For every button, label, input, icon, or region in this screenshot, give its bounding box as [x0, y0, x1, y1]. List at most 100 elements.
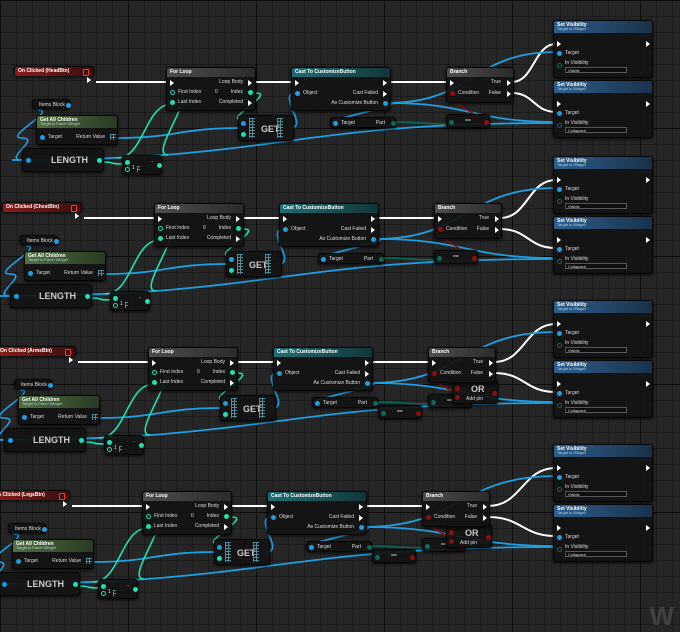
for-loop-exec-in[interactable]	[158, 216, 162, 222]
target-pin[interactable]	[16, 559, 21, 564]
condition-pin[interactable]	[438, 227, 443, 232]
first-index-pin[interactable]	[158, 226, 163, 231]
visibility-dropdown[interactable]: Visible	[565, 347, 627, 353]
false-exec-out[interactable]	[495, 227, 499, 233]
event-node-on-clicked[interactable]: On Clicked (ChestBtn)	[2, 202, 82, 219]
items-block-node[interactable]: Items Block	[32, 99, 71, 109]
for-loop-exec-in[interactable]	[170, 80, 174, 86]
true-exec-out[interactable]	[507, 80, 511, 86]
for-loop-exec-in[interactable]	[152, 360, 156, 366]
subtract-out-pin[interactable]	[133, 587, 138, 592]
cast-exec-in[interactable]	[277, 360, 281, 366]
in-visibility-pin[interactable]	[557, 547, 562, 552]
in-visibility-pin[interactable]	[557, 199, 562, 204]
visibility-dropdown[interactable]: Collapsed	[565, 551, 627, 557]
set-visibility-target-pin[interactable]	[557, 187, 562, 192]
visibility-dropdown[interactable]: Visible	[565, 67, 627, 73]
loop-body-exec-out[interactable]	[248, 80, 252, 86]
as-customize-button-pin[interactable]	[383, 101, 388, 106]
length-node[interactable]: LENGTH	[0, 572, 80, 596]
false-exec-out[interactable]	[507, 91, 511, 97]
items-block-node[interactable]: Items Block	[20, 235, 59, 245]
equals-out-pin[interactable]	[472, 256, 477, 261]
exec-out-pin[interactable]	[69, 357, 73, 363]
in-visibility-pin[interactable]	[557, 259, 562, 264]
target-pin[interactable]	[22, 415, 27, 420]
index-out-pin[interactable]	[230, 370, 235, 375]
equals-a-pin[interactable]	[431, 400, 436, 405]
part-target-pin[interactable]	[315, 401, 320, 406]
get-index-pin[interactable]	[241, 132, 246, 137]
false-exec-out[interactable]	[489, 371, 493, 377]
set-visibility-target-pin[interactable]	[557, 475, 562, 480]
get-index-pin[interactable]	[229, 268, 234, 273]
array-get-node[interactable]: GET	[226, 251, 282, 277]
array-get-node[interactable]: GET	[220, 395, 276, 421]
delegate-pin[interactable]	[65, 349, 71, 356]
object-pin[interactable]	[295, 91, 300, 96]
set-visibility-exec-out[interactable]	[646, 101, 650, 107]
or-a-pin[interactable]	[449, 530, 454, 535]
array-get-node[interactable]: GET	[214, 539, 270, 565]
length-node[interactable]: LENGTH	[22, 148, 104, 172]
equals-second-out-pin[interactable]	[416, 411, 421, 416]
in-visibility-pin[interactable]	[557, 343, 562, 348]
set-visibility-exec-in[interactable]	[557, 41, 561, 47]
set-visibility-target-pin[interactable]	[557, 51, 562, 56]
equals-out-pin[interactable]	[484, 120, 489, 125]
subtract-out-pin[interactable]	[139, 443, 144, 448]
subtract-a-pin[interactable]	[107, 440, 112, 445]
completed-exec-out[interactable]	[248, 100, 252, 106]
items-block-node[interactable]: Items Block	[14, 379, 53, 389]
set-visibility-target-pin[interactable]	[557, 535, 562, 540]
exec-out-pin[interactable]	[75, 213, 79, 219]
exec-out-pin[interactable]	[87, 77, 91, 83]
true-exec-out[interactable]	[489, 360, 493, 366]
subtract-node[interactable]: 1-	[98, 579, 138, 599]
set-visibility-exec-out[interactable]	[646, 525, 650, 531]
visibility-dropdown[interactable]: Collapsed	[565, 127, 627, 133]
branch-exec-in[interactable]	[438, 216, 442, 222]
length-in-pin[interactable]	[2, 582, 7, 587]
items-block-out-pin[interactable]	[48, 382, 53, 388]
cast-exec-in[interactable]	[271, 504, 275, 510]
equals-node[interactable]: ==	[446, 114, 490, 128]
condition-pin[interactable]	[426, 515, 431, 520]
object-pin[interactable]	[277, 371, 282, 376]
length-out-pin[interactable]	[79, 438, 84, 443]
get-array-pin[interactable]	[217, 545, 222, 550]
subtract-node[interactable]: 1-	[110, 291, 150, 311]
delegate-pin[interactable]	[71, 205, 77, 212]
first-index-pin[interactable]	[170, 90, 175, 95]
set-visibility-exec-in[interactable]	[557, 381, 561, 387]
index-out-pin[interactable]	[248, 90, 253, 95]
length-out-pin[interactable]	[73, 582, 78, 587]
set-visibility-exec-in[interactable]	[557, 101, 561, 107]
first-index-pin[interactable]	[152, 370, 157, 375]
visibility-dropdown[interactable]: Collapsed	[565, 263, 627, 269]
part-target-pin[interactable]	[321, 257, 326, 262]
length-node[interactable]: LENGTH	[4, 428, 86, 452]
or-a-pin[interactable]	[455, 386, 460, 391]
cast-exec-out[interactable]	[383, 80, 387, 86]
length-node[interactable]: LENGTH	[10, 284, 92, 308]
items-block-out-pin[interactable]	[42, 526, 47, 532]
set-visibility-exec-in[interactable]	[557, 237, 561, 243]
subtract-out-pin[interactable]	[145, 299, 150, 304]
part-out-pin[interactable]	[373, 401, 378, 406]
visibility-dropdown[interactable]: Visible	[565, 203, 627, 209]
subtract-b-pin[interactable]	[107, 447, 112, 452]
get-index-pin[interactable]	[217, 556, 222, 561]
